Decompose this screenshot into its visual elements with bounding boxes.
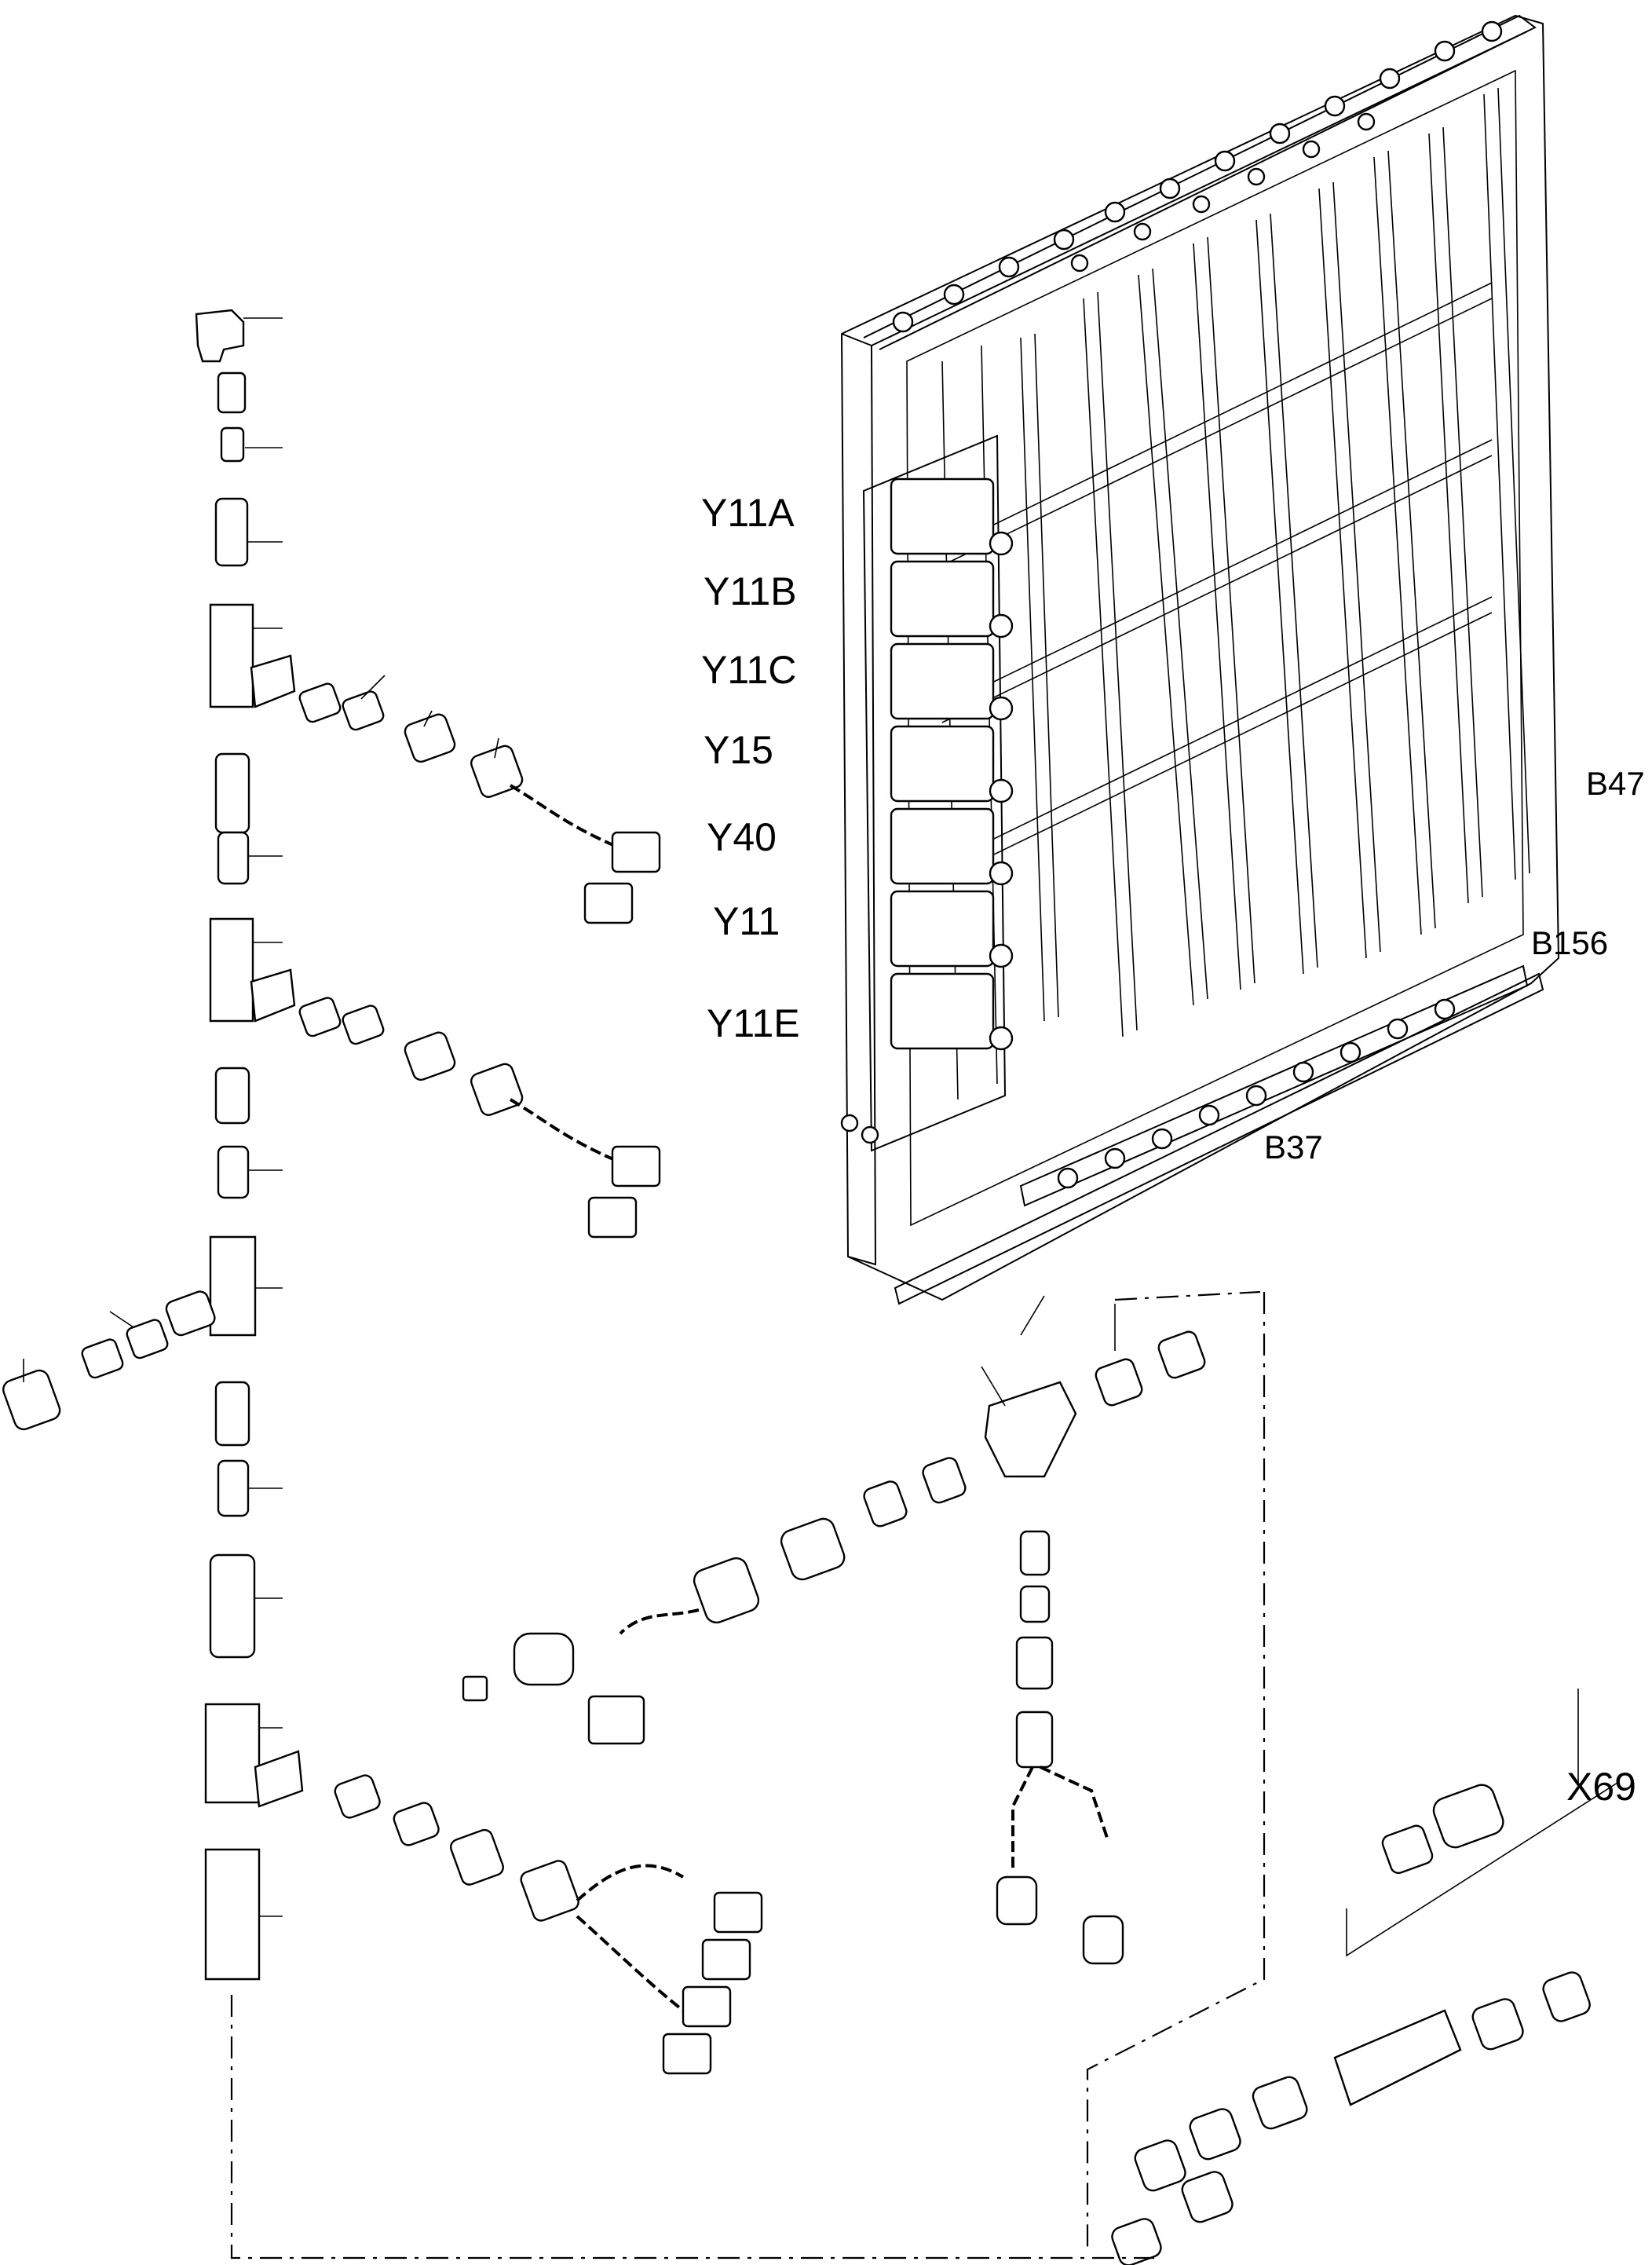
label-y15: Y15 <box>704 728 773 772</box>
label-x69: X69 <box>1566 1765 1636 1809</box>
branch-harness-2 <box>250 968 661 1239</box>
label-y11: Y11 <box>713 899 780 943</box>
label-y11a: Y11A <box>701 491 795 535</box>
label-b47: B47 <box>1586 765 1645 802</box>
hydraulic-pipes <box>941 87 1530 1100</box>
solenoid-valve-stack <box>862 434 1014 1152</box>
x69-connector-group <box>1346 1689 1618 1957</box>
label-b37: B37 <box>1264 1129 1323 1165</box>
sensor-rail-b37 <box>1019 964 1529 1207</box>
branch-left <box>2 1290 216 1431</box>
label-y40: Y40 <box>707 815 777 859</box>
label-y11e: Y11E <box>707 1001 800 1045</box>
valve-block-assembly <box>840 14 1560 1305</box>
lower-right-fittings <box>1111 1971 1591 2265</box>
top-rail-fittings <box>892 20 1503 333</box>
assembly-boundary-lines <box>230 1290 1266 2260</box>
left-fitting-stack <box>195 309 283 1981</box>
label-b156: B156 <box>1531 924 1608 961</box>
branch-harness-3 <box>254 1750 763 2075</box>
label-y11b: Y11B <box>704 569 797 613</box>
label-y11c: Y11C <box>701 648 796 692</box>
branch-harness-1 <box>250 654 661 924</box>
center-fitting-group <box>462 1295 1206 1965</box>
